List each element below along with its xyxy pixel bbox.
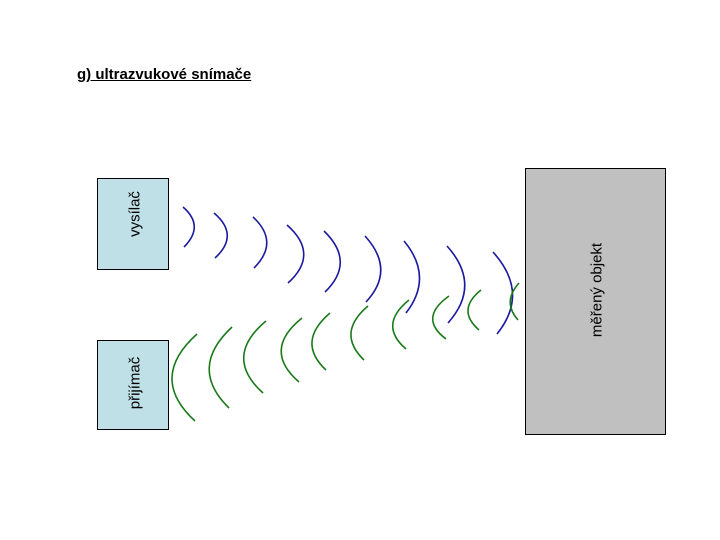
emitted-waves [182, 206, 514, 335]
reflected-wave-arc [467, 289, 482, 331]
emitted-wave-arc [286, 224, 305, 284]
measured-object-box [525, 168, 666, 435]
emitted-wave-arc [403, 240, 421, 314]
emitted-wave-arc [492, 251, 514, 335]
reflected-wave-arc [242, 320, 267, 394]
emitted-wave-arc [252, 216, 268, 269]
transmitter-box [97, 178, 169, 270]
emitted-wave-arc [182, 206, 196, 248]
reflected-wave-arc [431, 295, 450, 340]
reflected-wave-arc [350, 305, 369, 361]
reflected-wave-arc [280, 317, 303, 383]
reflected-wave-arc [171, 333, 198, 422]
reflected-wave-arc [391, 299, 410, 350]
reflected-wave-arc [509, 282, 520, 321]
reflected-wave-arc [311, 312, 331, 371]
emitted-wave-arc [364, 235, 382, 303]
receiver-box [97, 340, 169, 430]
emitted-wave-arc [213, 212, 229, 259]
diagram-title: g) ultrazvukové snímače [77, 66, 252, 83]
reflected-wave-arc [208, 326, 233, 409]
emitted-wave-arc [446, 245, 466, 324]
reflected-waves [171, 282, 520, 422]
emitted-wave-arc [323, 230, 341, 293]
